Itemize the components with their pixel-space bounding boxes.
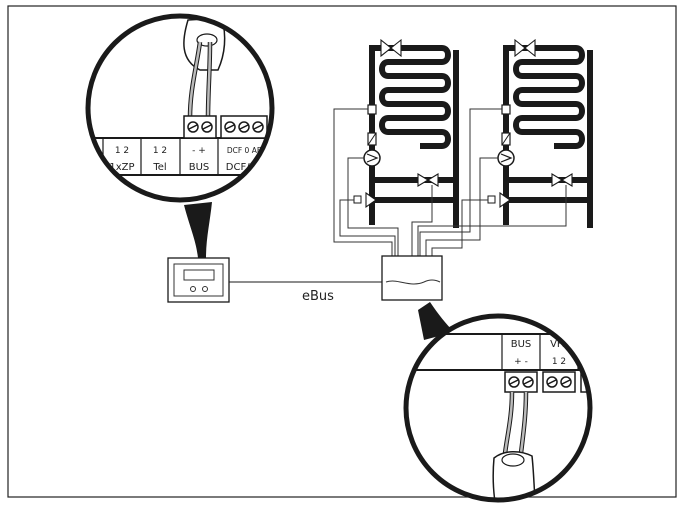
ctrl-term-3-nums: - + bbox=[192, 146, 206, 156]
ctrl-term-4-name: DCF/AF bbox=[226, 162, 263, 173]
controller-terminal-magnifier: 1 2 1xZP 1 2 Tel - + BUS DCF 0 AF DCF/AF bbox=[85, 13, 275, 258]
module-terminal-magnifier: BUS + - VFa 1 2 V 1 2 bbox=[403, 302, 596, 503]
mod-term-2-name: VFa bbox=[550, 339, 568, 350]
controller-button-left bbox=[190, 286, 196, 292]
heating-circuit-2 bbox=[487, 38, 593, 228]
controller-display bbox=[183, 269, 215, 281]
mod-term-1-name: BUS bbox=[511, 339, 532, 350]
ctrl-term-3-name: BUS bbox=[189, 162, 210, 173]
room-controller bbox=[167, 257, 230, 303]
ctrl-term-2-nums: 1 2 bbox=[153, 146, 167, 156]
sensor-wiring bbox=[333, 108, 567, 256]
frame-border bbox=[7, 5, 677, 498]
mixer-module bbox=[381, 255, 443, 301]
mod-term-1-nums: + - bbox=[514, 357, 528, 367]
mod-term-3-nums: 1 2 bbox=[582, 357, 596, 367]
mod-term-2-nums: 1 2 bbox=[552, 357, 566, 367]
ctrl-term-1-name: 1xZP bbox=[109, 162, 134, 173]
mod-term-3-name: V bbox=[582, 339, 589, 350]
controller-button-right bbox=[202, 286, 208, 292]
ctrl-term-1-nums: 1 2 bbox=[115, 146, 129, 156]
ctrl-term-2-name: Tel bbox=[152, 162, 166, 173]
ctrl-term-4-nums: DCF 0 AF bbox=[227, 146, 261, 155]
ebus-label: eBus bbox=[302, 289, 334, 304]
heating-circuit-1 bbox=[353, 38, 459, 228]
